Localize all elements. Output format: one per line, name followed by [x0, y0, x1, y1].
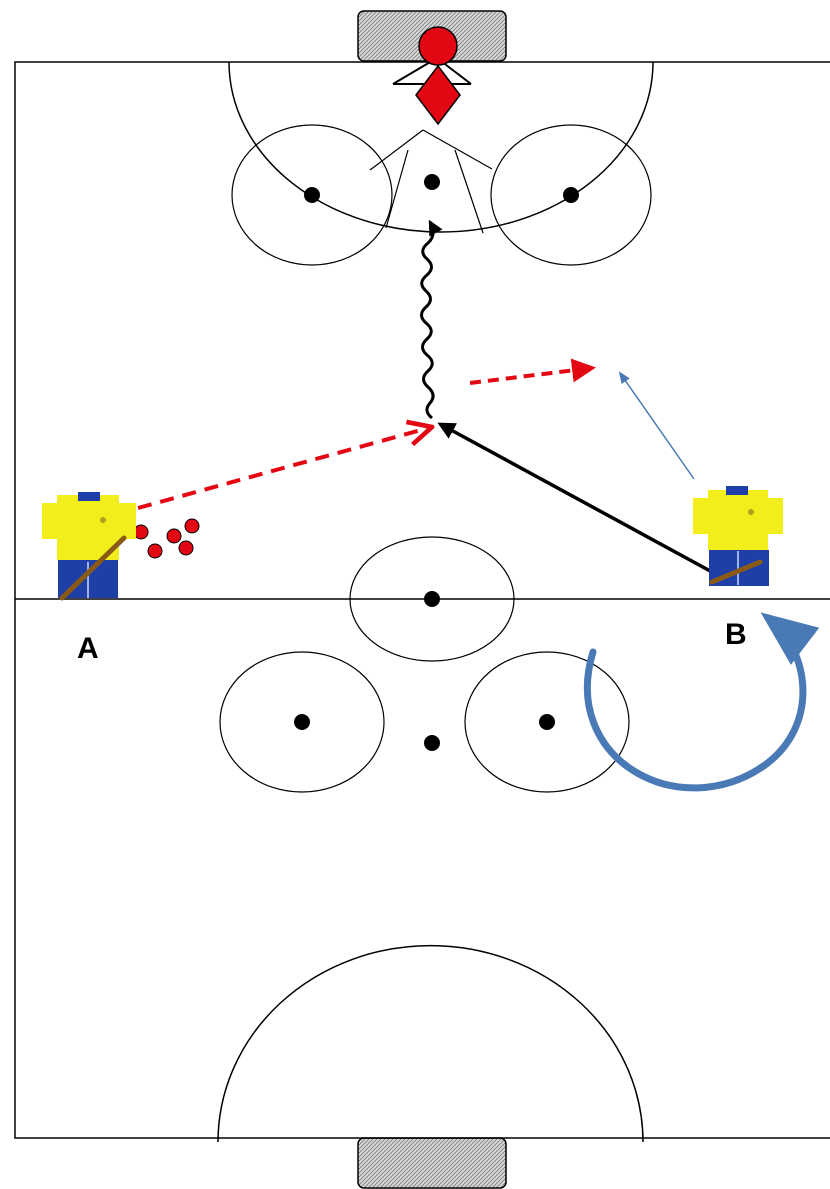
player-b-label: B — [725, 618, 747, 651]
center-faceoff-circle — [349, 536, 515, 662]
faceoff-dot — [304, 187, 320, 203]
faceoff-circle-bottom-left — [219, 651, 385, 793]
faceoff-dot — [539, 714, 555, 730]
stickhandle-path — [420, 219, 443, 420]
puck — [178, 540, 194, 556]
pass-arrow-a — [137, 427, 432, 510]
puck — [147, 543, 163, 559]
center-faceoff-dot — [424, 591, 440, 607]
curl-arrow — [583, 612, 820, 792]
player-b-icon — [693, 486, 783, 586]
bottom-crease-arc — [217, 944, 644, 1143]
player-a-label: A — [77, 632, 99, 665]
pass-arrow-return — [469, 358, 596, 385]
goalkeeper-icon — [392, 26, 472, 126]
slot-lines — [369, 129, 493, 234]
puck — [166, 528, 182, 544]
faceoff-circle-top-left — [231, 124, 393, 266]
puck — [133, 524, 149, 540]
faceoff-dot — [294, 714, 310, 730]
faceoff-dot — [424, 735, 440, 751]
support-arrow-b — [618, 371, 695, 480]
puck — [184, 518, 200, 534]
bottom-goal — [357, 1137, 507, 1189]
skate-path-b — [437, 422, 713, 574]
rink-boards — [14, 61, 830, 1139]
faceoff-circle-bottom-right — [464, 651, 630, 793]
pucks — [133, 518, 200, 559]
faceoff-circle-top-right — [490, 124, 652, 266]
player-a-icon — [42, 492, 136, 601]
faceoff-dot — [424, 174, 440, 190]
faceoff-dot — [563, 187, 579, 203]
